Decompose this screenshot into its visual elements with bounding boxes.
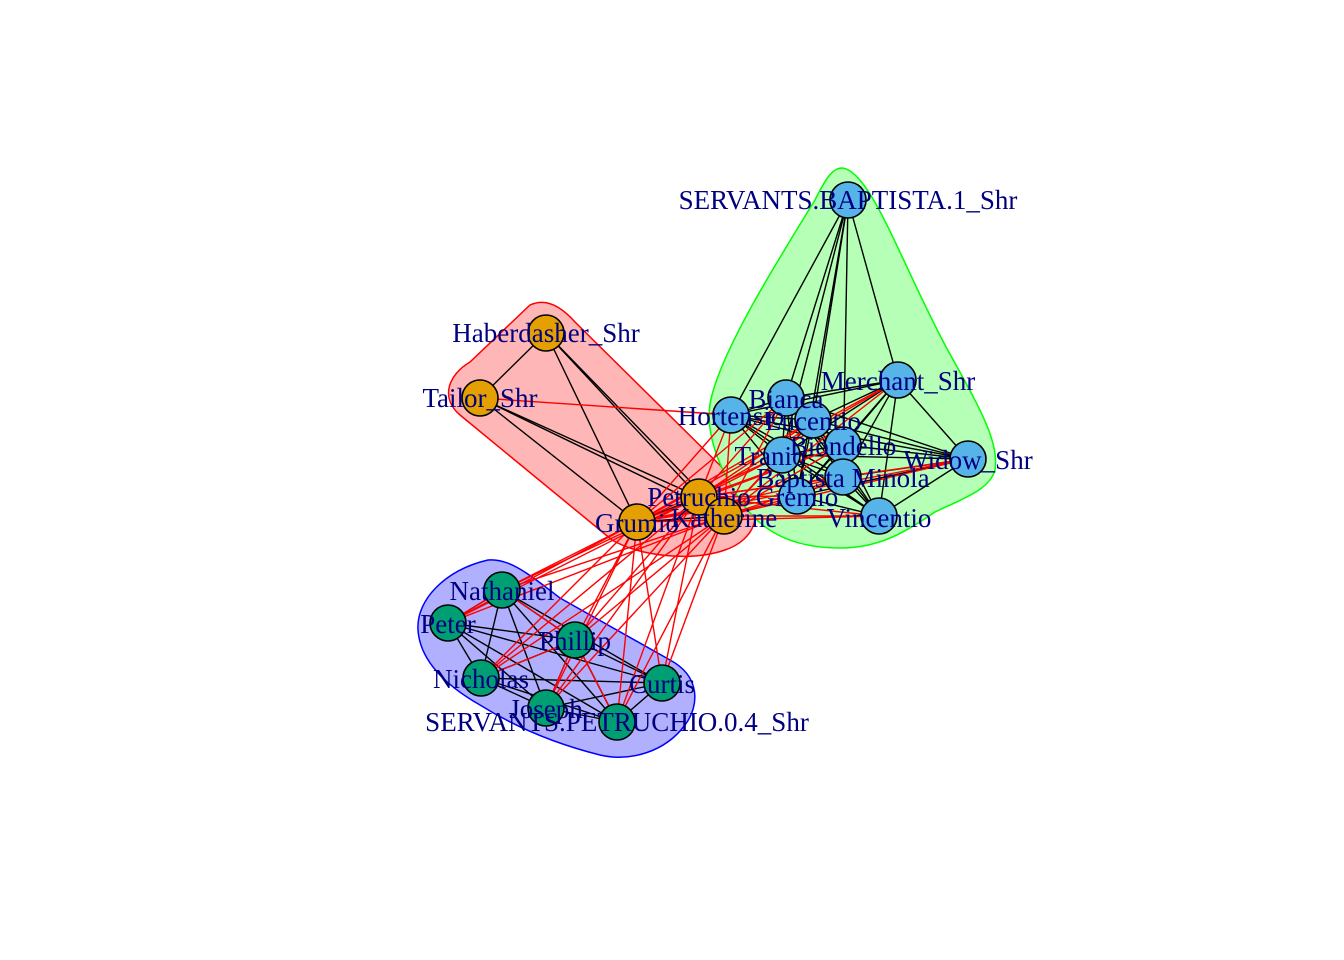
node-phillip[interactable] xyxy=(556,621,594,659)
node-tailor[interactable] xyxy=(461,379,499,417)
node-label-grumio: Grumio xyxy=(595,508,679,538)
edge-katherine-bianca xyxy=(723,397,787,517)
node-label-curtis: Curtis xyxy=(629,669,695,699)
edge-grumio-peter xyxy=(447,521,638,624)
node-bianca[interactable] xyxy=(767,379,805,417)
edge-nathaniel-servants_petruchio xyxy=(501,589,618,723)
node-lucentio[interactable] xyxy=(794,401,832,439)
hull-orange-community xyxy=(447,301,756,558)
edge-haberdasher-petruchio xyxy=(545,332,700,498)
edge-petruchio-nicholas xyxy=(480,496,700,679)
node-label-servants_baptista: SERVANTS.BAPTISTA.1_Shr xyxy=(679,185,1018,215)
node-label-nicholas: Nicholas xyxy=(433,664,529,694)
node-label-bianca: Bianca xyxy=(749,384,824,414)
edge-peter-phillip xyxy=(447,622,576,641)
edge-tailor-hortensio xyxy=(479,397,732,416)
edge-grumio-vincentio xyxy=(636,515,880,523)
edge-katherine-merchant xyxy=(723,379,899,517)
node-label-biondello: Biondello xyxy=(790,431,897,461)
node-label-haberdasher: Haberdasher_Shr xyxy=(452,318,639,348)
edge-servants_baptista-hortensio xyxy=(730,199,849,416)
node-label-petruchio: Petruchio xyxy=(647,482,750,512)
node-label-katherine: Katherine xyxy=(671,503,777,533)
node-label-nathaniel: Nathaniel xyxy=(450,576,555,606)
graph-nodes xyxy=(429,181,987,741)
node-label-tranio: Tranio xyxy=(734,441,805,471)
edge-servants_baptista-merchant xyxy=(847,199,899,381)
node-label-vincentio: Vincentio xyxy=(827,503,932,533)
node-baptista[interactable] xyxy=(824,458,862,496)
node-haberdasher[interactable] xyxy=(527,314,565,352)
node-merchant[interactable] xyxy=(879,361,917,399)
node-label-hortensio: Hortensio xyxy=(678,401,784,431)
node-label-peter: Peter xyxy=(420,609,475,639)
node-servants_baptista[interactable] xyxy=(829,181,867,219)
edge-katherine-phillip xyxy=(574,515,725,641)
edge-biondello-widow xyxy=(842,444,969,460)
edge-grumio-bianca xyxy=(636,397,787,523)
node-peter[interactable] xyxy=(429,604,467,642)
node-servants_petruchio[interactable] xyxy=(598,703,636,741)
edge-katherine-servants_petruchio xyxy=(616,515,725,723)
edge-servants_baptista-bianca xyxy=(785,199,849,399)
edge-grumio-biondello xyxy=(636,444,844,523)
node-label-widow: Widow_Shr xyxy=(903,445,1032,475)
node-label-merchant: Merchant_Shr xyxy=(821,366,975,396)
edge-grumio-nicholas xyxy=(480,521,638,679)
node-label-gremio: Gremio xyxy=(756,482,838,512)
node-grumio[interactable] xyxy=(618,503,656,541)
node-label-baptista: Baptista Minola xyxy=(756,463,929,493)
node-petruchio[interactable] xyxy=(680,478,718,516)
edge-grumio-joseph xyxy=(545,521,638,709)
edge-grumio-servants_petruchio xyxy=(616,521,638,723)
edge-merchant-bianca xyxy=(785,379,899,399)
node-label-phillip: Phillip xyxy=(539,626,611,656)
node-widow[interactable] xyxy=(949,440,987,478)
edge-tailor-grumio xyxy=(479,397,638,523)
edge-katherine-curtis xyxy=(661,515,725,684)
edge-hortensio-biondello xyxy=(730,414,844,446)
node-nathaniel[interactable] xyxy=(483,571,521,609)
edge-merchant-vincentio xyxy=(878,379,899,517)
edge-katherine-nicholas xyxy=(480,515,725,679)
node-label-joseph: Joseph xyxy=(509,694,583,724)
edge-tailor-petruchio xyxy=(479,397,700,498)
node-vincentio[interactable] xyxy=(860,497,898,535)
node-tranio[interactable] xyxy=(763,436,801,474)
node-gremio[interactable] xyxy=(778,477,816,515)
edge-petruchio-servants_petruchio xyxy=(616,496,700,723)
edge-petruchio-nathaniel xyxy=(501,496,700,591)
node-nicholas[interactable] xyxy=(462,659,500,697)
edge-servants_baptista-gremio xyxy=(796,199,849,497)
edge-merchant-tranio xyxy=(781,379,899,456)
node-curtis[interactable] xyxy=(643,664,681,702)
edge-grumio-curtis xyxy=(636,521,663,684)
node-katherine[interactable] xyxy=(705,497,743,535)
edge-petruchio-baptista xyxy=(698,476,844,498)
edge-katherine-joseph xyxy=(545,515,725,709)
graph-labels: SERVANTS.BAPTISTA.1_ShrHaberdasher_ShrTa… xyxy=(420,185,1032,737)
node-hortensio[interactable] xyxy=(712,396,750,434)
edge-katherine-nathaniel xyxy=(501,515,725,591)
edge-peter-curtis xyxy=(447,622,663,684)
edge-haberdasher-grumio xyxy=(545,332,638,523)
node-label-lucentio: Lucentio xyxy=(765,406,861,436)
node-joseph[interactable] xyxy=(527,689,565,727)
node-label-servants_petruchio: SERVANTS.PETRUCHIO.0.4_Shr xyxy=(425,707,809,737)
node-label-tailor: Tailor_Shr xyxy=(422,383,537,413)
edge-peter-servants_petruchio xyxy=(447,622,618,723)
edge-grumio-hortensio xyxy=(636,414,732,523)
